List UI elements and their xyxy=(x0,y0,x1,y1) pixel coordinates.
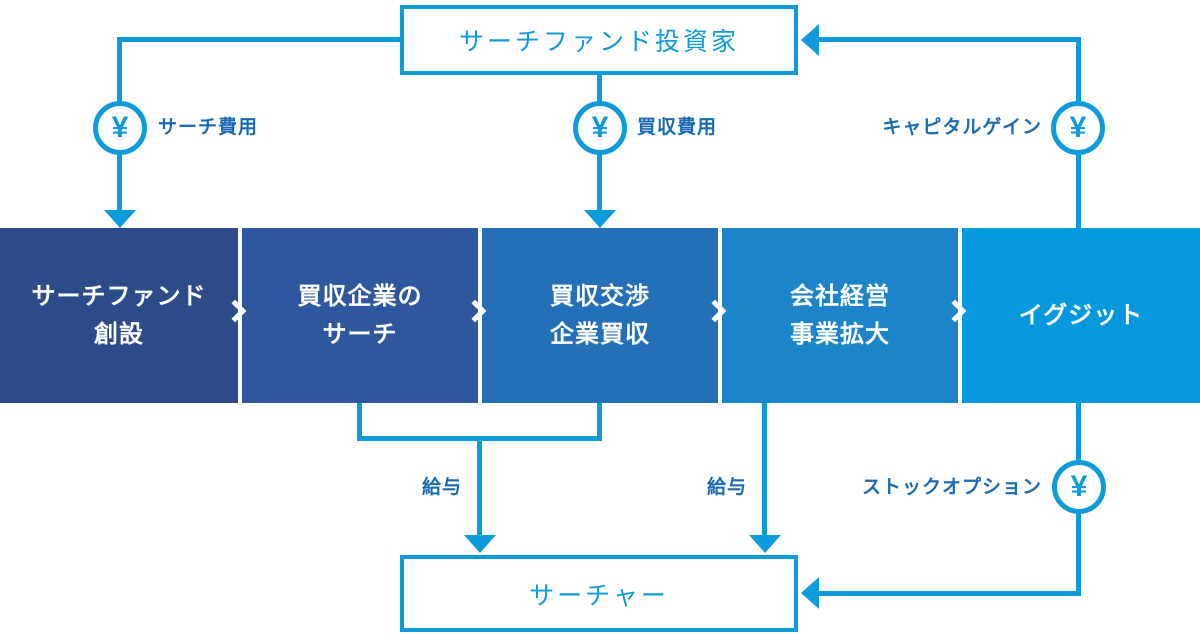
arrowhead-down-acquisition-cost-icon xyxy=(584,210,616,228)
stage-label-line2: 事業拡大 xyxy=(790,320,890,348)
connector-stage3-drop xyxy=(597,403,602,441)
investor-box: サーチファンド投資家 xyxy=(400,5,798,75)
yen-symbol: ¥ xyxy=(1069,111,1087,144)
yen-symbol: ¥ xyxy=(111,111,129,144)
yen-icon-capital-gain: ¥ xyxy=(1051,101,1105,155)
stage-label-line1: 買収交渉 xyxy=(550,282,650,310)
stage-label-line2: 創設 xyxy=(94,320,144,348)
searcher-box: サーチャー xyxy=(400,555,798,632)
yen-icon-search-cost: ¥ xyxy=(93,101,147,155)
yen-icon-stock-option: ¥ xyxy=(1052,460,1106,514)
stage-label-line1: 会社経営 xyxy=(790,282,890,310)
arrowhead-down-search-cost-icon xyxy=(104,210,136,228)
connector-investor-left-horizontal xyxy=(120,37,400,42)
connector-stock-option-horizontal xyxy=(818,591,1081,596)
acquisition-cost-label: 買収費用 xyxy=(637,117,718,138)
stage-target-company-search: 買収企業の サーチ xyxy=(242,228,478,403)
search-cost-label: サーチ費用 xyxy=(158,117,259,138)
stage-management-expansion: 会社経営 事業拡大 xyxy=(722,228,958,403)
stage-label-line2: サーチ xyxy=(322,320,398,348)
yen-icon-acquisition-cost: ¥ xyxy=(573,101,627,155)
stock-option-label: ストックオプション xyxy=(861,477,1042,498)
stage-search-fund-creation: サーチファンド 創設 xyxy=(0,228,238,403)
capital-gain-label: キャピタルゲイン xyxy=(882,117,1042,138)
arrowhead-down-salary-left-icon xyxy=(464,535,496,553)
arrowhead-down-salary-right-icon xyxy=(749,535,781,553)
salary-left-label: 給与 xyxy=(421,477,462,498)
yen-symbol: ¥ xyxy=(591,111,609,144)
connector-salary-right-vertical xyxy=(762,403,767,536)
stage-label-line1: 買収企業の xyxy=(297,282,423,310)
yen-symbol: ¥ xyxy=(1070,470,1088,503)
arrowhead-left-capital-gain-icon xyxy=(801,24,819,56)
investor-box-label: サーチファンド投資家 xyxy=(458,28,739,56)
connector-capital-gain-horizontal xyxy=(817,37,1081,42)
stage-label-line1: サーチファンド xyxy=(31,282,207,310)
stage-exit: イグジット xyxy=(962,228,1200,403)
arrowhead-left-stock-option-icon xyxy=(801,577,819,609)
stage-label-line1: イグジット xyxy=(1018,301,1144,329)
salary-right-label: 給与 xyxy=(706,477,747,498)
stage-label-line2: 企業買収 xyxy=(550,320,650,348)
stage-negotiation-acquisition: 買収交渉 企業買収 xyxy=(482,228,718,403)
connector-stage2-drop xyxy=(357,403,362,441)
searcher-box-label: サーチャー xyxy=(529,581,669,610)
connector-salary-left-vertical xyxy=(477,436,482,536)
